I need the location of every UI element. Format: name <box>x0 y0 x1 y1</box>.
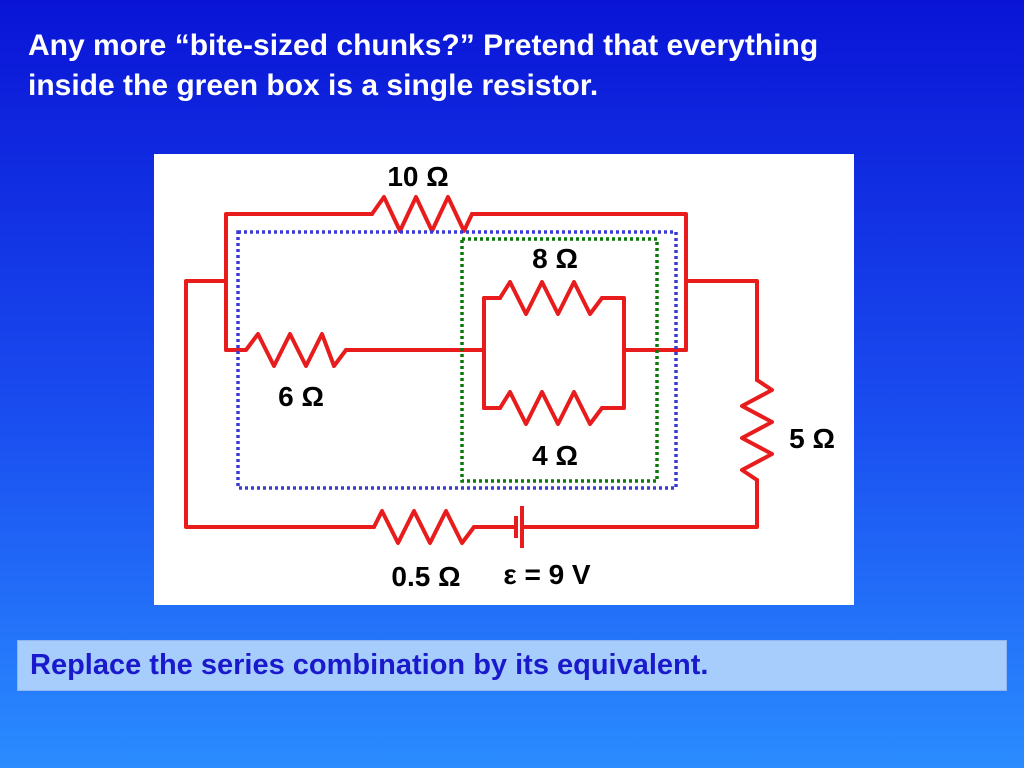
wire-8-ohm-right <box>600 296 626 352</box>
circuit-diagram: 10 Ω 8 Ω 6 Ω 4 Ω 5 Ω 0.5 Ω ε = 9 V <box>154 154 854 605</box>
label-8-ohm: 8 Ω <box>532 243 578 274</box>
title-line-2: inside the green box is a single resisto… <box>28 69 599 102</box>
resistor-0-5-ohm <box>372 509 476 545</box>
title-line-1: Any more “bite-sized chunks?” Pretend th… <box>28 29 819 62</box>
wire-right-upper <box>684 279 759 382</box>
label-4-ohm: 4 Ω <box>532 440 578 471</box>
resistor-5-ohm <box>740 378 774 482</box>
wire-right-lower <box>520 478 759 529</box>
circuit-svg: 10 Ω 8 Ω 6 Ω 4 Ω 5 Ω 0.5 Ω ε = 9 V <box>184 161 835 592</box>
caption-text: Replace the series combination by its eq… <box>30 649 709 681</box>
label-0-5-ohm: 0.5 Ω <box>391 561 460 592</box>
label-6-ohm: 6 Ω <box>278 381 324 412</box>
wire-top-left <box>224 212 374 352</box>
wire-4-ohm-right <box>600 348 626 410</box>
resistor-4-ohm <box>498 390 604 426</box>
green-dotted-box <box>460 237 659 483</box>
label-10-ohm: 10 Ω <box>387 161 448 192</box>
resistor-6-ohm <box>224 332 348 368</box>
wire-bottom-left <box>184 279 376 529</box>
blue-dotted-box <box>236 230 678 490</box>
resistor-8-ohm <box>498 280 604 316</box>
caption-box: Replace the series combination by its eq… <box>17 640 1007 691</box>
resistor-10-ohm <box>370 195 474 233</box>
wire-top-right <box>470 212 688 352</box>
label-emf: ε = 9 V <box>503 559 591 590</box>
slide-title: Any more “bite-sized chunks?” Pretend th… <box>28 26 988 106</box>
label-5-ohm: 5 Ω <box>789 423 835 454</box>
